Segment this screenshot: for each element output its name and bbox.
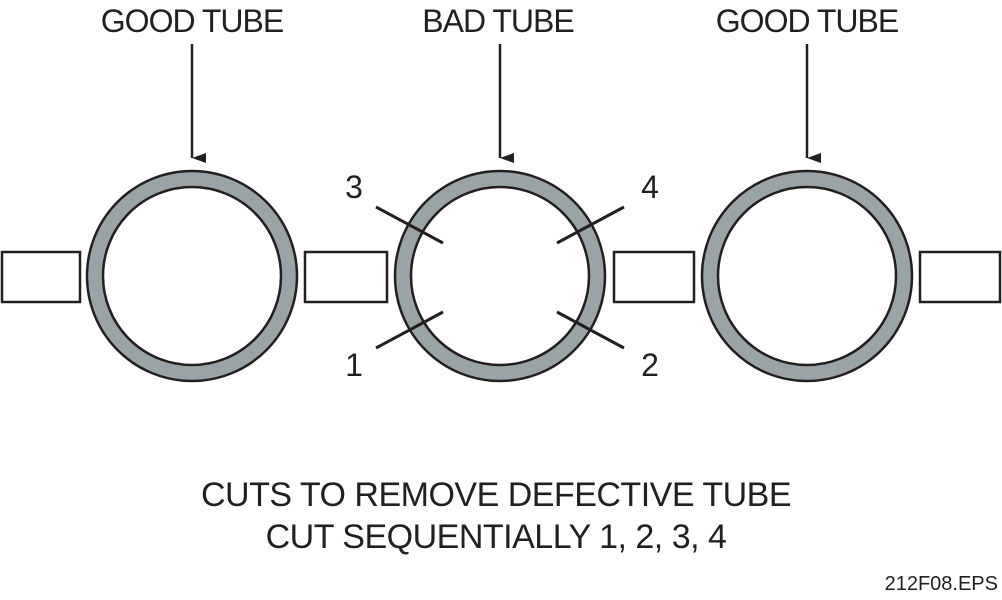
tube-sheet-segment-far-right (918, 250, 1002, 304)
figure-id: 212F08.EPS (885, 573, 998, 595)
cut-mark-4 (556, 205, 625, 245)
caption-line-1: CUTS TO REMOVE DEFECTIVE TUBE (201, 476, 791, 514)
label-bad-tube: BAD TUBE (422, 3, 573, 39)
tube-sheet-segment-left-center (303, 250, 389, 304)
cut-mark-1 (375, 310, 444, 350)
label-good-tube-right: GOOD TUBE (716, 3, 898, 39)
cut-label-1: 1 (345, 347, 363, 383)
cut-label-3: 3 (345, 169, 363, 205)
cut-label-2: 2 (641, 347, 659, 383)
caption-line-2: CUT SEQUENTIALLY 1, 2, 3, 4 (266, 518, 727, 556)
cut-mark-3 (375, 205, 444, 245)
bad-tube-center (393, 169, 607, 383)
cut-marks (375, 205, 625, 350)
good-tube-right (700, 169, 914, 383)
tube-sheet-segment-center-right (612, 250, 696, 304)
cut-label-4: 4 (641, 169, 659, 205)
tube-sheet-segment-far-left (0, 250, 82, 304)
cut-mark-2 (556, 310, 625, 350)
good-tube-left (85, 169, 299, 383)
label-good-tube-left: GOOD TUBE (101, 3, 283, 39)
